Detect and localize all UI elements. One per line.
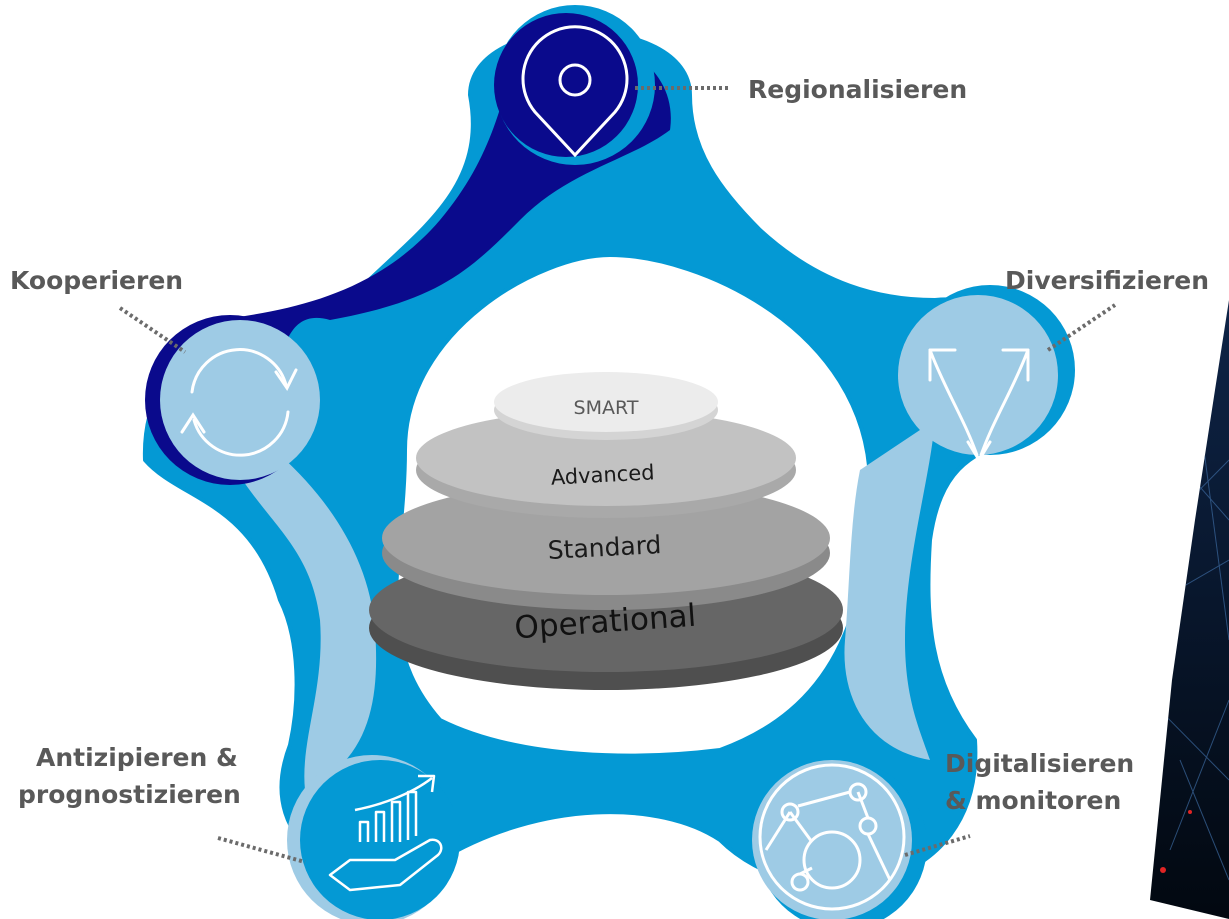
diverging-arrows-icon [928, 348, 1030, 463]
node-kooperieren [145, 315, 320, 485]
connector-digitalisieren [904, 834, 971, 857]
maturity-stack: SMART Advanced Standard Operational [369, 372, 843, 690]
connector-diversifizieren [1046, 303, 1117, 352]
node-diversifizieren [898, 285, 1075, 463]
tier-smart [494, 372, 718, 440]
label-antizipieren-line-2: prognostizieren [18, 780, 241, 809]
location-pin-icon [521, 25, 629, 158]
node-digitalisieren [752, 760, 927, 919]
growth-chart-hand-icon [328, 774, 443, 892]
tier-standard [382, 481, 830, 610]
cycle-arrows-icon [180, 348, 298, 457]
label-regionalisieren: Regionalisieren [748, 75, 967, 104]
label-diversifizieren: Diversifizieren [1005, 266, 1209, 295]
network-map-image [1150, 300, 1229, 919]
label-connectors [118, 86, 1117, 864]
label-digitalisieren-line-2: & monitoren [945, 786, 1121, 815]
node-regionalisieren [494, 5, 655, 165]
connector-kooperieren [118, 306, 187, 354]
node-antizipieren [287, 755, 460, 919]
tier-label-standard: Standard [547, 530, 662, 565]
tier-label-advanced: Advanced [550, 460, 655, 489]
tier-label-smart: SMART [574, 397, 639, 419]
label-kooperieren: Kooperieren [10, 266, 183, 295]
label-antizipieren-line-1: Antizipieren & [36, 743, 238, 772]
label-digitalisieren-line-1: Digitalisieren [945, 749, 1134, 778]
tier-advanced [416, 410, 796, 518]
network-globe-icon [758, 763, 906, 911]
